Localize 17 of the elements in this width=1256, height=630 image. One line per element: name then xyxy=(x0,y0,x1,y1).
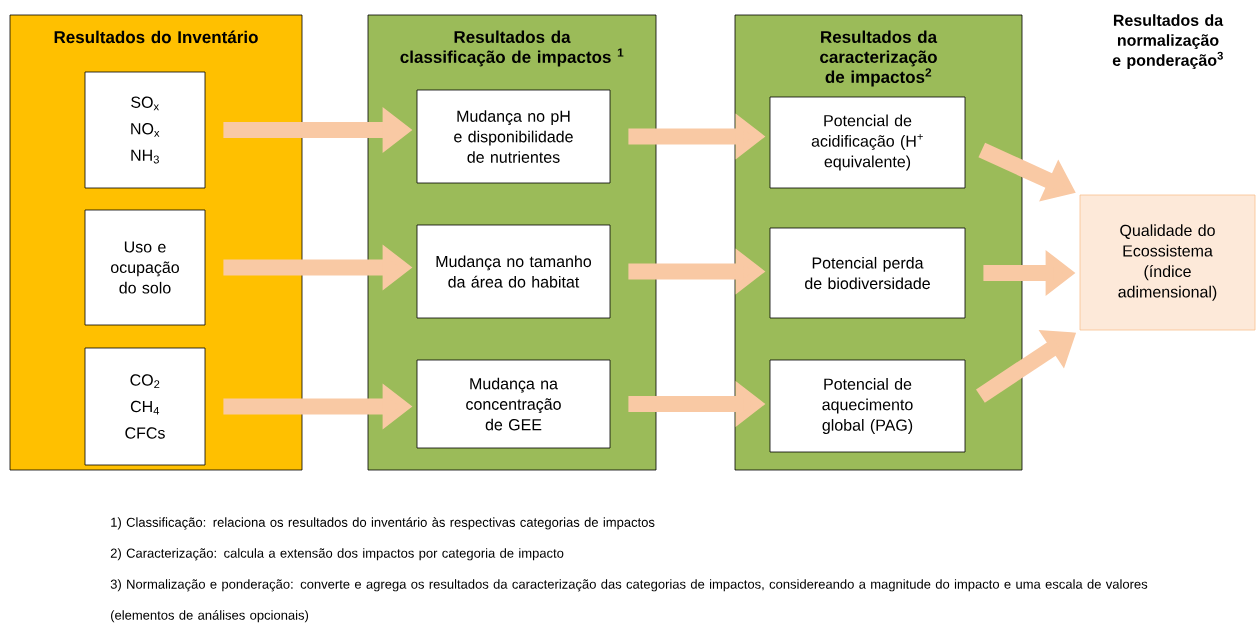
process-box: Potencial de aquecimento global (PAG) xyxy=(769,359,966,453)
panel-heading: Resultados da classificação de impactos $^{1}$ xyxy=(400,30,624,67)
process-box: Uso e ocupação do solo xyxy=(84,209,206,326)
process-box: Mudança no tamanho da área do habitat xyxy=(416,224,611,319)
footnote: 3) Normalização e ponderação: converte e agrega os resultados da caracterização das categorias de impactos, considereando a magnitude do impacto e uma escala de valores (elementos de análises opcionais) xyxy=(110,579,1148,623)
panel-heading: Resultados do Inventário xyxy=(54,30,258,44)
result-box: Qualidade do Ecossistema (índice adimensional) xyxy=(1079,194,1256,331)
process-box: Potencial de acidificação (H$^{+}$ equivalente) xyxy=(769,96,966,189)
footnote: 2) Caracterização: calcula a extensão dos impactos por categoria de impacto xyxy=(110,548,564,561)
process-box: Potencial perda de biodiversidade xyxy=(769,227,966,319)
process-box: Mudança no pH e disponibilidade de nutrientes xyxy=(416,89,611,184)
process-box: Mudança na concentração de GEE xyxy=(416,359,611,449)
column-heading: Resultados da normalização e ponderação$^{3}$ xyxy=(1112,14,1224,70)
substance-box: SO$_{x}$ NO$_{x}$ NH$_{3}$ xyxy=(84,71,206,189)
footnote: 1) Classificação: relaciona os resultados do inventário às respectivas categorias de impactos xyxy=(111,517,655,530)
substance-box: CO$_{2}$ CH$_{4}$ CFCs xyxy=(84,347,206,466)
panel-heading: Resultados da caracterização de impactos$^{2}$ xyxy=(820,30,938,87)
